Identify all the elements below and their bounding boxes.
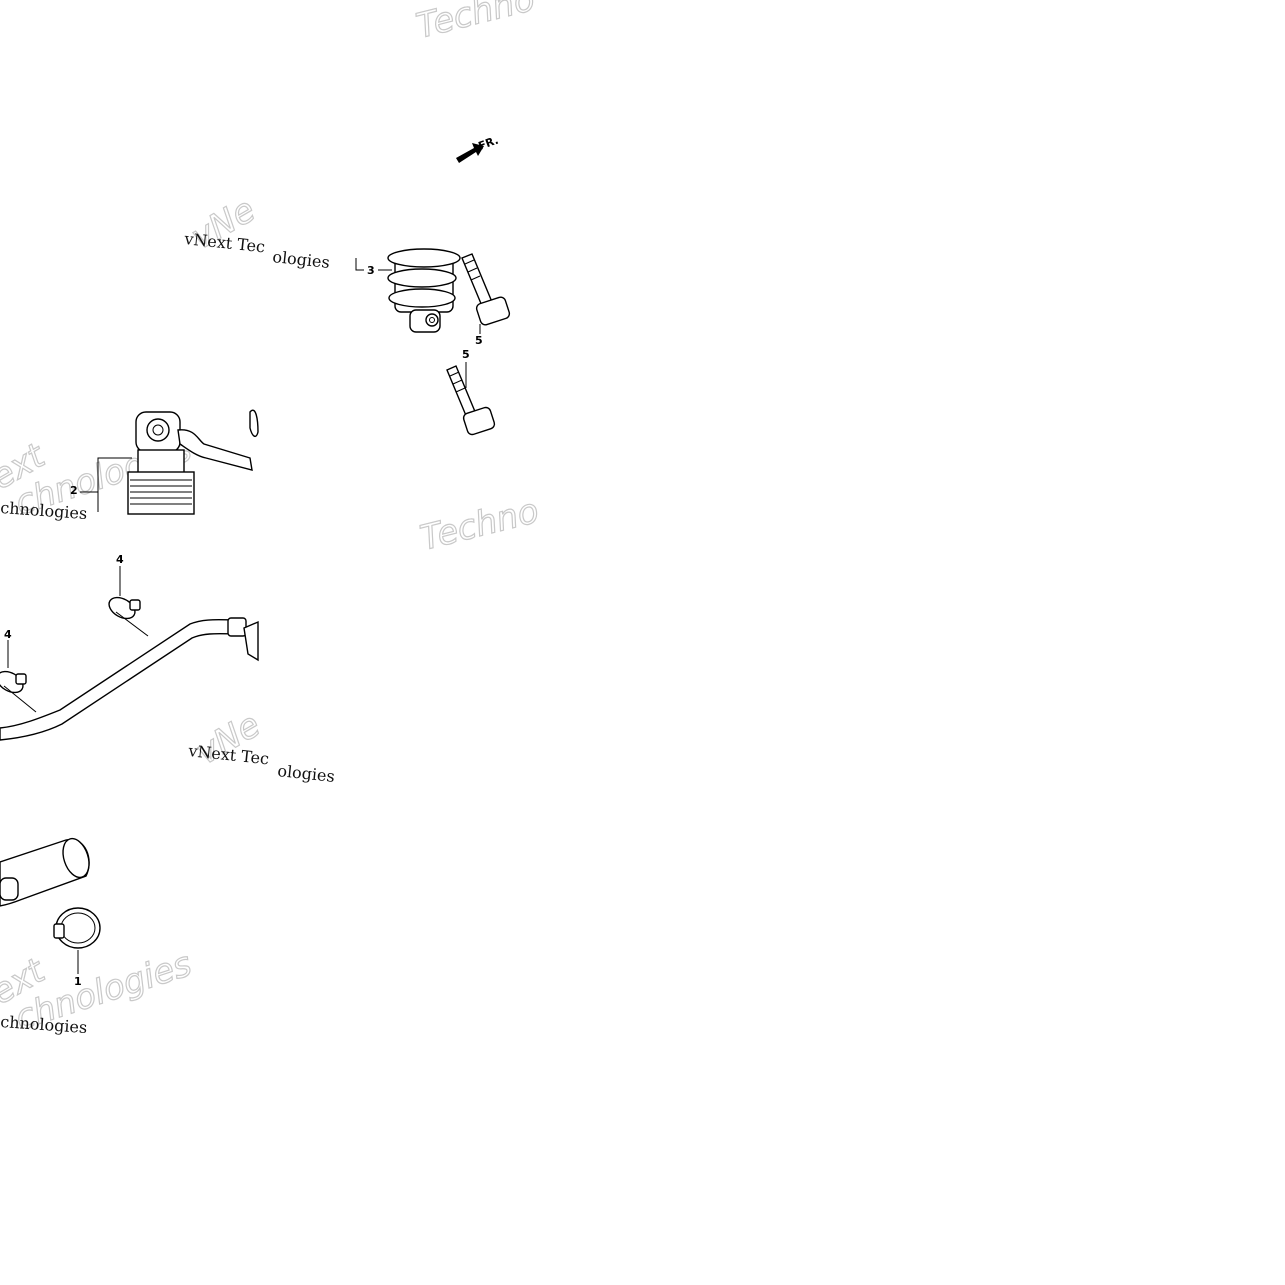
leader-2 xyxy=(97,457,132,512)
front-direction-label: FR. xyxy=(477,134,501,153)
front-direction-arrow: FR. xyxy=(456,134,500,163)
dust-boot xyxy=(0,837,90,907)
watermark-brand-2: vNext Tec xyxy=(187,741,270,768)
shock-spring-assembly xyxy=(387,248,461,333)
damper-reservoir xyxy=(127,409,259,515)
watermark-outline-top: Techno xyxy=(413,0,539,47)
callout-5-upper: 5 xyxy=(475,334,483,347)
callout-1: 1 xyxy=(74,975,82,988)
watermark-outline-middle: Techno xyxy=(417,491,543,559)
hose-clamp-lower xyxy=(0,670,37,713)
callout-4-upper: 4 xyxy=(116,553,124,566)
hose-clamp-upper xyxy=(108,596,149,637)
watermark-brand-tail-1: ologies xyxy=(272,247,331,272)
callout-3: 3 xyxy=(367,264,375,277)
callout-2: 2 xyxy=(70,484,78,497)
shock-bolt-upper xyxy=(461,253,511,326)
hose-assembly xyxy=(0,617,259,741)
shock-bolt-lower xyxy=(446,365,496,436)
hose-band-clamp xyxy=(53,907,101,949)
watermark-brand-1: vNext Tec xyxy=(183,229,266,256)
watermark-brand-tail-2: ologies xyxy=(277,761,336,786)
leader-3 xyxy=(355,258,364,271)
callout-5-lower: 5 xyxy=(462,348,470,361)
callout-4-lower: 4 xyxy=(4,628,12,641)
